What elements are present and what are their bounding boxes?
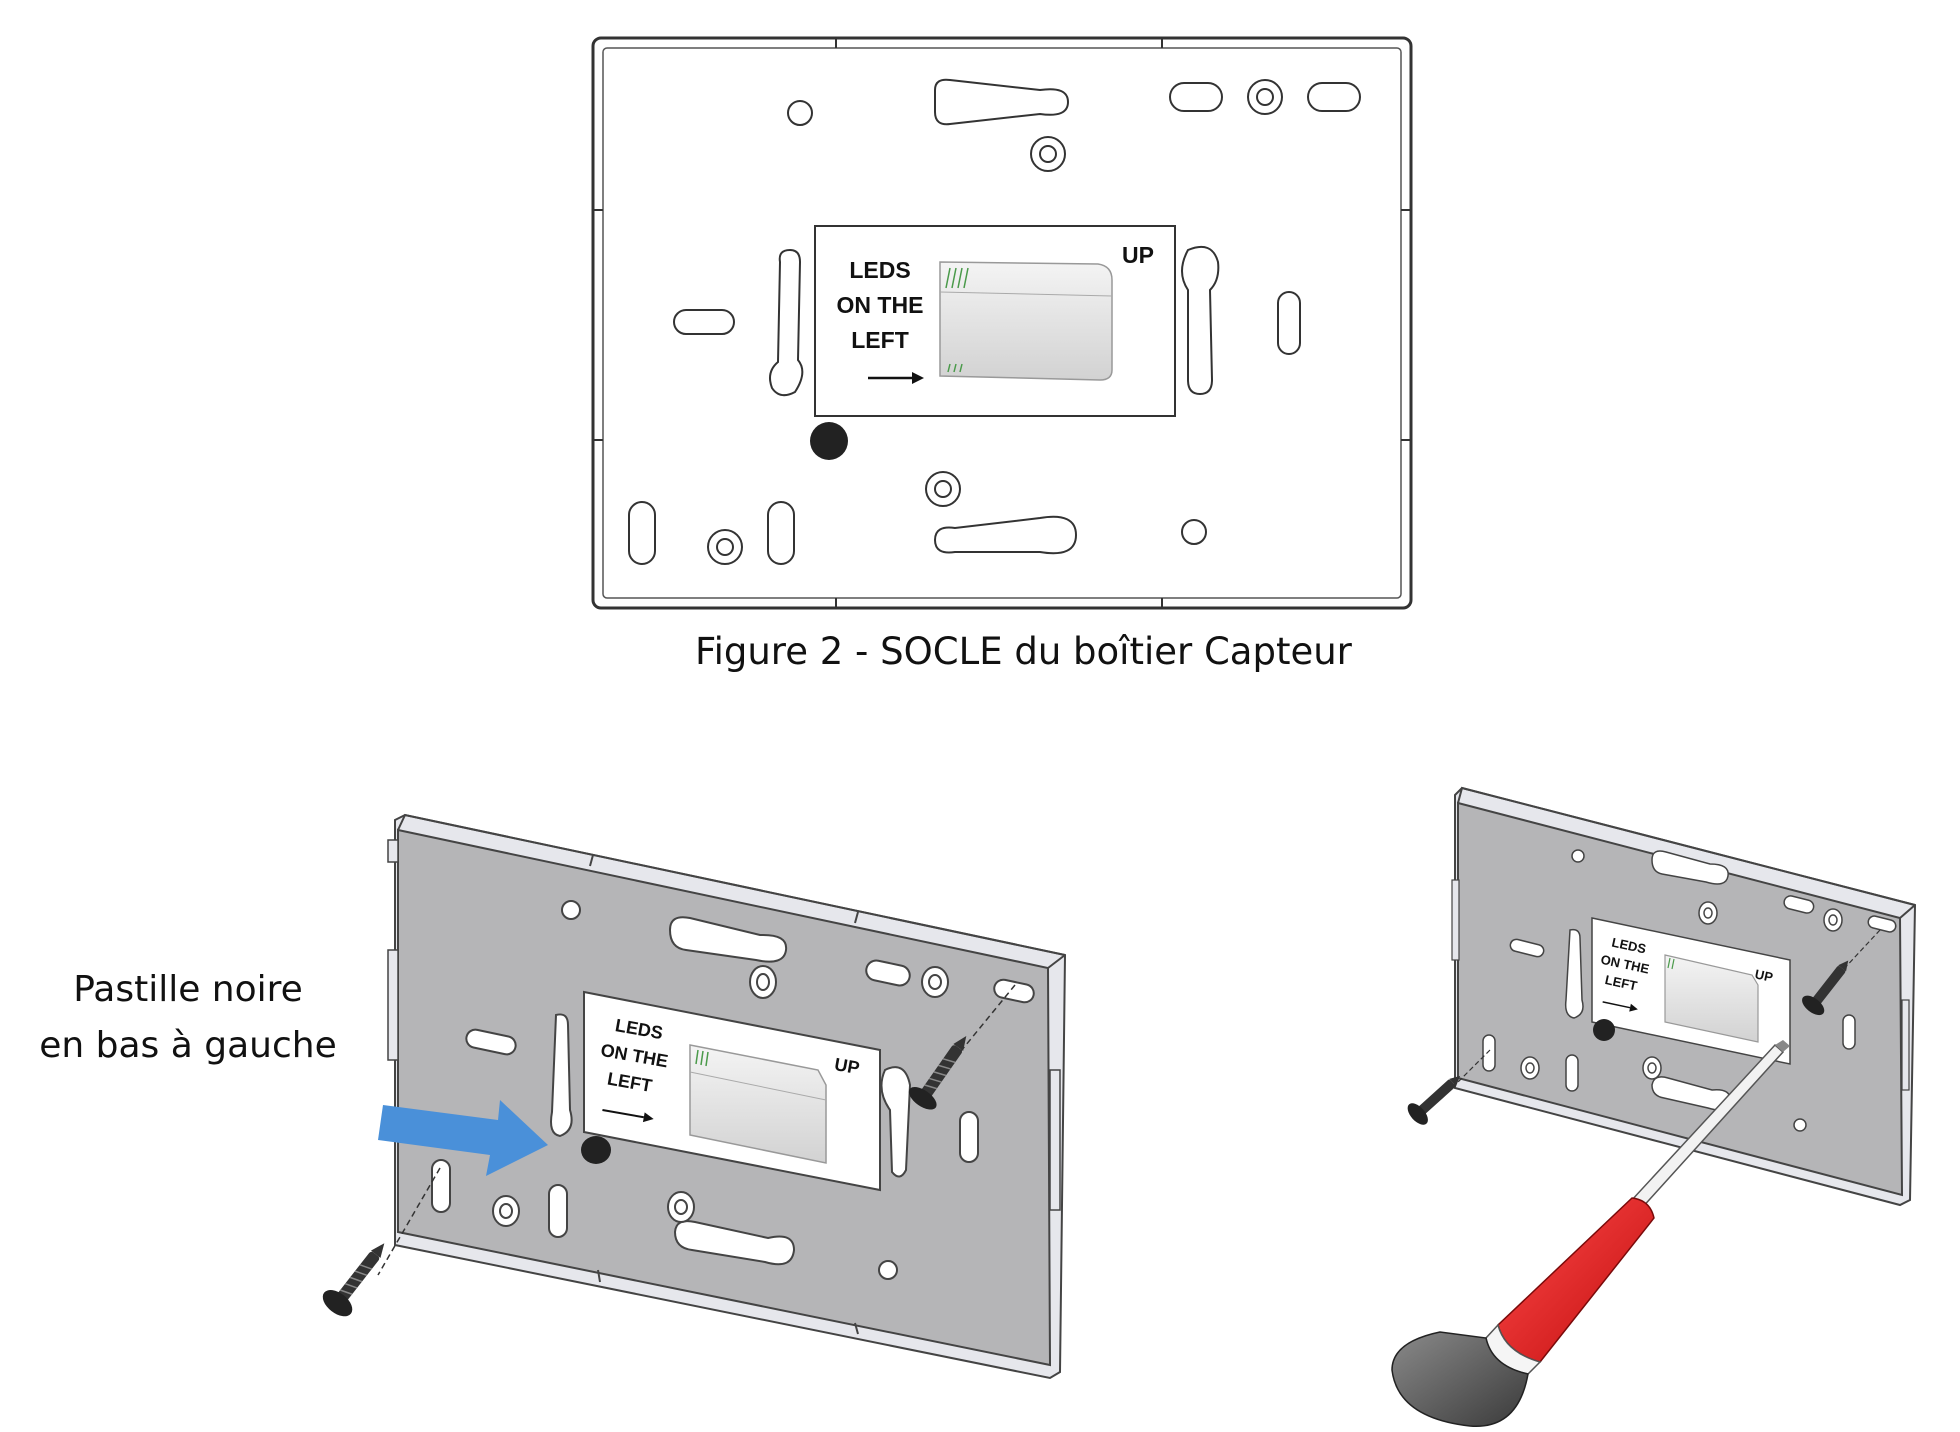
black-pastille-iso bbox=[581, 1136, 611, 1164]
screw-icon bbox=[908, 1036, 967, 1110]
leds-label-line3: LEFT bbox=[851, 327, 909, 353]
screw-icon bbox=[322, 1243, 385, 1317]
isometric-plate-left: LEDS ON THE LEFT UP bbox=[322, 813, 1067, 1380]
black-pastille-iso-right bbox=[1593, 1019, 1615, 1041]
leds-label-line2: ON THE bbox=[837, 292, 924, 318]
leds-label-iso-right-3: LEFT bbox=[1604, 972, 1639, 993]
up-label-iso-right: UP bbox=[1754, 966, 1775, 984]
sensor-device-icon bbox=[939, 261, 1113, 381]
arrow-right-icon bbox=[602, 1108, 654, 1123]
arrow-right-icon bbox=[868, 372, 924, 384]
sensor-device-iso-left-icon bbox=[689, 1044, 827, 1164]
front-view-base-plate: LEDS ON THE LEFT UP bbox=[591, 36, 1413, 610]
leds-label-line1: LEDS bbox=[849, 257, 910, 283]
callout-arrow bbox=[378, 1100, 548, 1176]
leds-label-iso-right-1: LEDS bbox=[1610, 935, 1647, 957]
isometric-plate-right: LEDS ON THE LEFT UP bbox=[1391, 786, 1917, 1427]
callout-line-1: Pastille noire bbox=[73, 969, 303, 1010]
up-label-iso-left: UP bbox=[833, 1054, 861, 1078]
callout-text: Pastille noire en bas à gauche bbox=[8, 962, 368, 1074]
screw-icon bbox=[1802, 960, 1849, 1016]
black-pastille bbox=[810, 422, 848, 460]
screwdriver-icon bbox=[1391, 1040, 1790, 1427]
arrow-right-icon bbox=[1602, 1001, 1638, 1012]
up-label: UP bbox=[1122, 242, 1154, 268]
sensor-device-iso-right-icon bbox=[1664, 954, 1759, 1043]
figure-caption: Figure 2 - SOCLE du boîtier Capteur bbox=[695, 630, 1352, 673]
screw-icon bbox=[1407, 1075, 1461, 1125]
callout-line-2: en bas à gauche bbox=[39, 1025, 337, 1066]
